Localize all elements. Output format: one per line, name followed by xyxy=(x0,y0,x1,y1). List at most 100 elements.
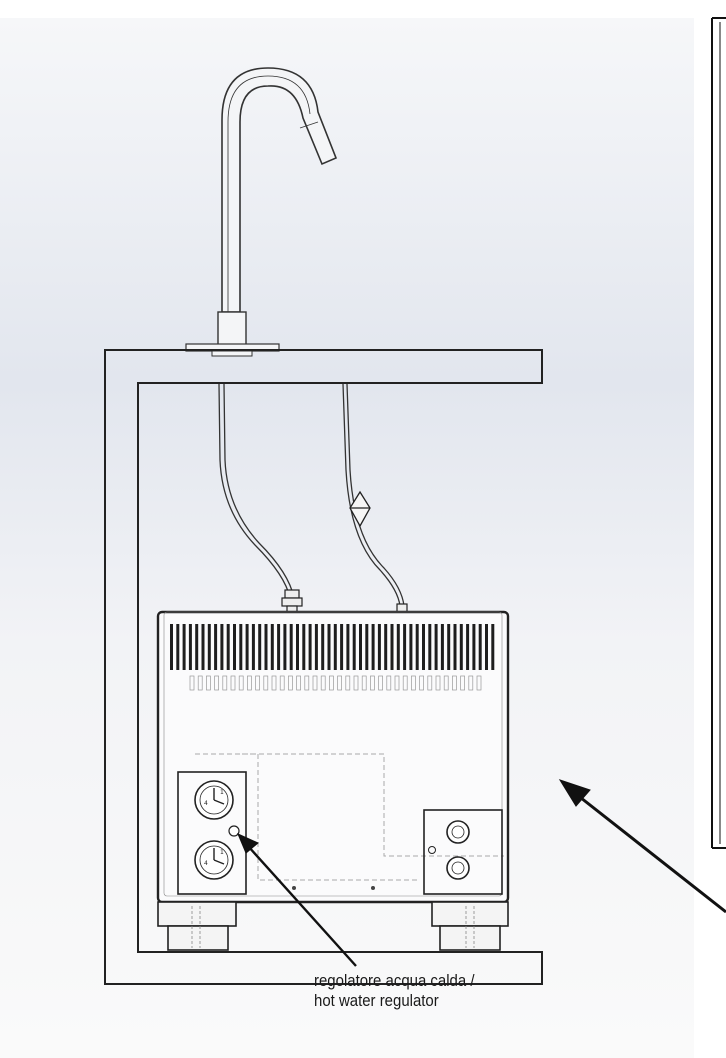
vent-slot xyxy=(359,624,362,670)
vent-slot-lower xyxy=(402,675,408,691)
left-control-panel: 4 1 4 1 xyxy=(177,771,247,895)
vent-slot xyxy=(277,624,281,670)
vent-slot xyxy=(308,624,312,670)
vent-slot xyxy=(201,624,205,670)
ventilation-slots-lower xyxy=(189,675,482,691)
vent-slot xyxy=(447,624,451,670)
thermostat-knob-top: 4 1 xyxy=(194,780,234,820)
vent-slot-lower xyxy=(197,675,203,691)
vent-slot-lower xyxy=(206,675,211,691)
heater-screws xyxy=(292,886,375,890)
cabinet-frame xyxy=(104,349,543,985)
hot-water-regulator-point xyxy=(228,825,240,837)
right-control-panel xyxy=(423,809,503,895)
vent-slot-lower xyxy=(427,675,433,691)
callout-label-line-1: regolatore acqua calda / xyxy=(314,971,475,990)
vent-slot-lower xyxy=(386,675,392,691)
faucet xyxy=(185,67,338,357)
thermostat-knob-bottom: 4 1 xyxy=(194,840,234,880)
vent-slot xyxy=(182,624,186,670)
ventilation-slots xyxy=(170,624,495,670)
vent-slot xyxy=(466,624,470,670)
vent-slot xyxy=(377,624,381,670)
vent-slot-lower xyxy=(435,675,441,691)
vent-slot-lower xyxy=(378,675,383,691)
vent-slot xyxy=(384,624,388,670)
vent-slot xyxy=(239,624,243,670)
vent-slot-lower xyxy=(214,675,219,691)
callout-label: regolatore acqua calda / hot water regul… xyxy=(314,971,596,1011)
vent-slot-lower xyxy=(238,675,244,691)
vent-slot-lower xyxy=(394,675,400,691)
vent-slot xyxy=(440,624,444,670)
vent-slot xyxy=(352,624,356,670)
heater-feet xyxy=(157,901,509,951)
vent-slot-lower xyxy=(288,675,293,691)
side-frame xyxy=(711,17,726,849)
vent-slot xyxy=(270,624,274,670)
vent-slot xyxy=(403,624,407,670)
vent-slot xyxy=(346,624,350,670)
vent-slot xyxy=(396,624,400,670)
vent-slot-lower xyxy=(419,675,424,691)
vent-slot xyxy=(478,624,482,670)
vent-slot-lower xyxy=(468,675,474,691)
vent-slot xyxy=(485,624,488,670)
vent-slot xyxy=(264,624,268,670)
vent-slot xyxy=(302,624,306,670)
vent-slot-lower xyxy=(411,675,416,691)
regulator-callout-arrow xyxy=(237,833,357,967)
vent-slot-lower xyxy=(263,675,269,691)
hose-fittings xyxy=(281,589,408,615)
vent-slot xyxy=(428,624,432,670)
vent-slot xyxy=(491,624,495,670)
vent-slot xyxy=(409,624,413,670)
vent-slot xyxy=(434,624,438,670)
vent-slot xyxy=(459,624,463,670)
callout-label-line-2: hot water regulator xyxy=(314,991,439,1010)
vent-slot-lower xyxy=(247,675,252,691)
vent-slot-lower xyxy=(296,675,301,691)
vent-slot-lower xyxy=(312,675,318,691)
large-pointer-arrow xyxy=(558,779,726,914)
hose-valve xyxy=(349,490,371,528)
vent-slot xyxy=(415,624,419,670)
vent-slot-lower xyxy=(255,675,260,691)
vent-slot xyxy=(251,624,255,670)
vent-slot-lower xyxy=(189,675,195,691)
vent-slot-lower xyxy=(353,675,359,691)
vent-slot xyxy=(214,624,218,670)
vent-slot-lower xyxy=(304,675,310,691)
vent-slot xyxy=(207,624,211,670)
vent-slot xyxy=(371,624,375,670)
vent-slot-lower xyxy=(361,675,367,691)
vent-slot xyxy=(283,624,287,670)
vent-slot-lower xyxy=(337,675,342,691)
vent-slot-lower xyxy=(279,675,285,691)
vent-slot xyxy=(176,624,180,670)
vent-slot xyxy=(314,624,318,670)
vent-slot-lower xyxy=(230,675,236,691)
vent-slot xyxy=(422,624,425,670)
vent-slot-lower xyxy=(329,675,334,691)
vent-slot-lower xyxy=(452,675,457,691)
vent-slot xyxy=(453,624,457,670)
vent-slot-lower xyxy=(320,675,326,691)
vent-slot-lower xyxy=(271,675,277,691)
vent-slot xyxy=(226,624,230,670)
svg-text:4: 4 xyxy=(204,860,208,867)
vent-slot-lower xyxy=(370,675,375,691)
vent-slot xyxy=(390,624,394,670)
vent-slot xyxy=(188,624,192,670)
vent-slot-lower xyxy=(222,675,228,691)
vent-slot xyxy=(340,624,344,670)
vent-slot-lower xyxy=(476,675,482,691)
vent-slot xyxy=(365,624,369,670)
hoses xyxy=(218,383,405,607)
water-heater xyxy=(156,610,510,904)
vent-slot xyxy=(327,624,331,670)
vent-slot-lower xyxy=(345,675,351,691)
vent-slot xyxy=(258,624,262,670)
vent-slot xyxy=(289,624,293,670)
